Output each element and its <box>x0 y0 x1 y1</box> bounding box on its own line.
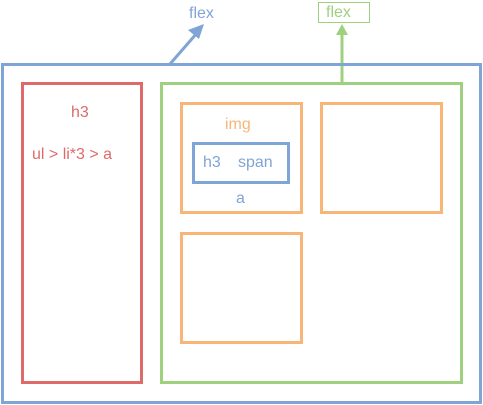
outer-flex-arrow <box>168 32 199 65</box>
item-h3-label: h3 <box>203 154 221 171</box>
item-link-label: a <box>236 190 245 207</box>
item-box-3 <box>180 232 303 344</box>
inner-flex-label-box <box>318 2 370 23</box>
item-box-1 <box>180 102 303 214</box>
inner-flex-container <box>160 82 463 384</box>
outer-flex-label: flex <box>189 5 214 22</box>
left-sidebar-box <box>21 82 143 384</box>
left-heading-label: h3 <box>71 104 89 121</box>
item-img-label: img <box>225 116 251 133</box>
item-inner-text-box <box>192 142 290 184</box>
outer-flex-arrowhead <box>188 24 204 39</box>
inner-flex-arrowhead <box>336 24 348 35</box>
left-list-label: ul > li*3 > a <box>32 146 113 163</box>
inner-flex-label: flex <box>326 4 351 21</box>
outer-flex-container <box>1 63 482 404</box>
item-span-label: span <box>238 154 273 171</box>
item-box-2 <box>320 102 443 214</box>
